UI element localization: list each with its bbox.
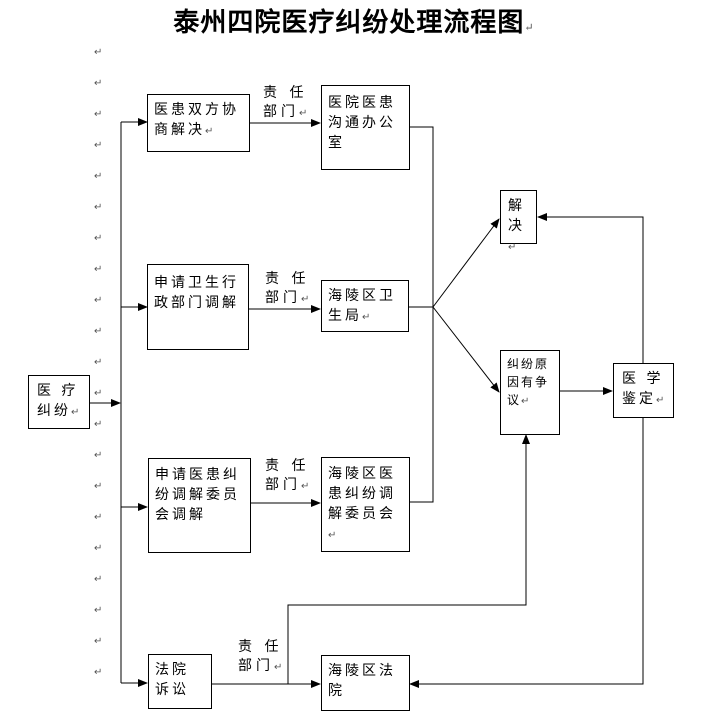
paragraph-mark: ↵ <box>94 388 103 399</box>
diagram-title: 泰州四院医疗纠纷处理流程图↵ <box>173 8 535 38</box>
node-negotiate: 医患双方协商解决↵ <box>147 94 250 152</box>
paragraph-mark: ↵ <box>94 140 103 151</box>
paragraph-mark: ↵ <box>94 636 103 647</box>
paragraph-mark: ↵ <box>94 47 103 58</box>
edge-label-responsible-dept-1: 责 任 部门↵ <box>263 85 308 120</box>
paragraph-mark: ↵ <box>94 171 103 182</box>
connector-to-resolved <box>432 218 500 308</box>
paragraph-mark: ↵ <box>94 419 103 430</box>
paragraph-mark: ↵ <box>94 264 103 275</box>
edge-label-responsible-dept-4: 责 任 部门↵ <box>238 639 283 674</box>
node-district-court: 海陵区法院 <box>321 655 410 711</box>
node-appraisal: 医 学 鉴定↵ <box>613 363 674 418</box>
edge-label-responsible-dept-3: 责 任 部门↵ <box>265 458 310 493</box>
node-medical-dispute: 医 疗 纠纷↵ <box>28 375 90 429</box>
paragraph-mark: ↵ <box>94 481 103 492</box>
paragraph-mark: ↵ <box>94 109 103 120</box>
node-health-bureau: 海陵区卫生局↵ <box>321 280 409 332</box>
node-mediation-committee: 海陵区医患纠纷调解委员会↵ <box>321 457 410 552</box>
paragraph-mark: ↵ <box>94 512 103 523</box>
node-court-suit: 法院诉讼 <box>148 654 212 709</box>
paragraph-mark: ↵ <box>94 326 103 337</box>
paragraph-mark: ↵ <box>94 574 103 585</box>
paragraph-mark: ↵ <box>94 233 103 244</box>
connector-office-merge <box>409 126 434 307</box>
connector-appraisal-resolved <box>537 213 644 363</box>
node-health-mediation: 申请卫生行政部门调解 <box>147 264 249 350</box>
edge-label-responsible-dept-2: 责 任 部门↵ <box>265 271 310 306</box>
paragraph-mark: ↵ <box>94 605 103 616</box>
connector-to-dispute <box>432 306 500 393</box>
paragraph-mark: ↵ <box>94 450 103 461</box>
paragraph-mark: ↵ <box>94 357 103 368</box>
paragraph-mark: ↵ <box>94 202 103 213</box>
node-hospital-office: 医院医患沟通办公室 <box>321 85 410 170</box>
paragraph-mark: ↵ <box>94 295 103 306</box>
paragraph-mark: ↵ <box>94 667 103 678</box>
connector-appraisal-court <box>409 417 644 688</box>
node-resolved: 解决↵ <box>500 190 537 253</box>
connector-committee-merge <box>409 307 434 503</box>
node-committee-mediation: 申请医患纠纷调解委员会调解 <box>148 458 251 553</box>
paragraph-mark: ↵ <box>94 543 103 554</box>
node-dispute: 纠纷原因有争议↵ <box>500 350 560 435</box>
paragraph-mark-gutter: ↵ ↵ ↵ ↵ ↵ ↵ ↵ ↵ ↵ ↵ ↵ ↵ ↵ ↵ ↵ ↵ ↵ ↵ ↵ ↵ ↵ <box>94 46 106 697</box>
connector-suit-to-dispute <box>287 434 530 684</box>
paragraph-mark: ↵ <box>94 78 103 89</box>
